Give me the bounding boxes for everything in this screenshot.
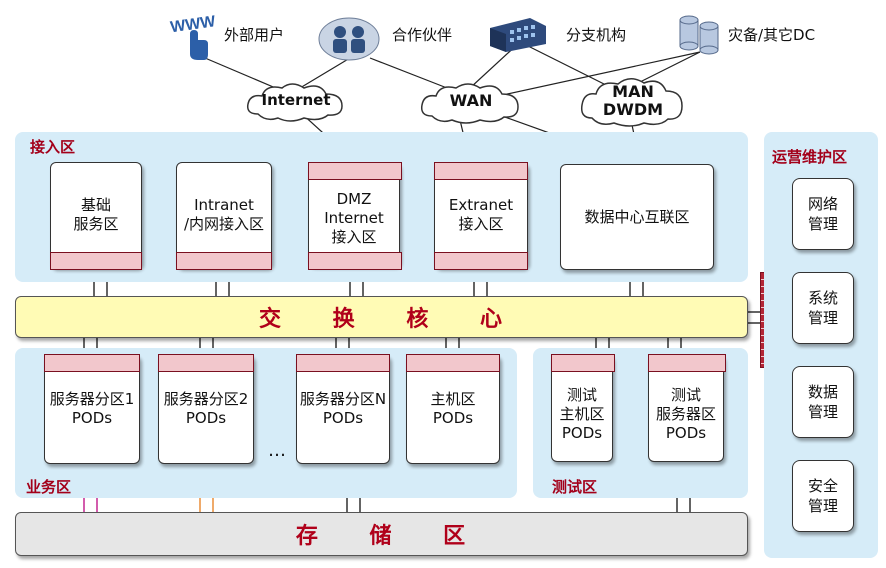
intranet-access-box: Intranet /内网接入区 bbox=[176, 162, 272, 268]
firewall-icon bbox=[406, 354, 500, 372]
access-zone-title: 接入区 bbox=[30, 138, 76, 156]
wan-cloud-label: WAN bbox=[449, 91, 493, 110]
server-partition-1-box: 服务器分区1 PODs bbox=[44, 354, 140, 464]
database-icon bbox=[676, 10, 722, 56]
wan-cloud bbox=[418, 80, 524, 124]
dr-dc-label: 灾备/其它DC bbox=[728, 26, 816, 44]
test-server-box: 测试 服务器区 PODs bbox=[648, 354, 724, 462]
server-partition-n-box: 服务器分区N PODs bbox=[296, 354, 390, 464]
partners-icon bbox=[318, 12, 380, 62]
data-management-box: 数据 管理 bbox=[792, 366, 854, 438]
firewall-icon bbox=[158, 354, 254, 372]
test-mainframe-box: 测试 主机区 PODs bbox=[551, 354, 613, 462]
firewall-icon bbox=[50, 252, 142, 270]
firewall-icon bbox=[551, 354, 615, 372]
firewall-icon bbox=[44, 354, 140, 372]
test-zone-title: 测试区 bbox=[552, 478, 598, 496]
firewall-icon bbox=[434, 252, 528, 270]
partners-label: 合作伙伴 bbox=[392, 26, 453, 44]
svg-text:WWW: WWW bbox=[169, 13, 217, 36]
building-icon bbox=[486, 8, 550, 52]
security-management-box: 安全 管理 bbox=[792, 460, 854, 532]
switching-core-bar: 交 换 核 心 bbox=[15, 296, 748, 338]
ellipsis: … bbox=[268, 440, 286, 461]
internet-cloud-label: Internet bbox=[261, 91, 331, 109]
firewall-icon bbox=[308, 252, 402, 270]
firewall-icon bbox=[308, 162, 402, 180]
firewall-icon bbox=[296, 354, 390, 372]
mainframe-zone-box: 主机区 PODs bbox=[406, 354, 500, 464]
branches-label: 分支机构 bbox=[566, 26, 627, 44]
network-management-box: 网络 管理 bbox=[792, 178, 854, 250]
system-management-box: 系统 管理 bbox=[792, 272, 854, 344]
man-dwdm-cloud bbox=[578, 74, 688, 128]
business-zone-title: 业务区 bbox=[26, 478, 72, 496]
firewall-icon bbox=[176, 252, 272, 270]
storage-zone-bar: 存 储 区 bbox=[15, 512, 748, 556]
internet-cloud bbox=[244, 80, 348, 122]
firewall-icon bbox=[434, 162, 528, 180]
dc-interconnect-box: 数据中心互联区 bbox=[560, 164, 714, 270]
www-icon: WWW bbox=[168, 8, 218, 62]
man-dwdm-cloud-label: MAN DWDM bbox=[602, 82, 664, 119]
basic-services-box: 基础 服务区 bbox=[50, 162, 142, 268]
server-partition-2-box: 服务器分区2 PODs bbox=[158, 354, 254, 464]
firewall-icon bbox=[648, 354, 726, 372]
ops-zone-title: 运营维护区 bbox=[772, 148, 848, 166]
external-users-label: 外部用户 bbox=[224, 26, 285, 44]
